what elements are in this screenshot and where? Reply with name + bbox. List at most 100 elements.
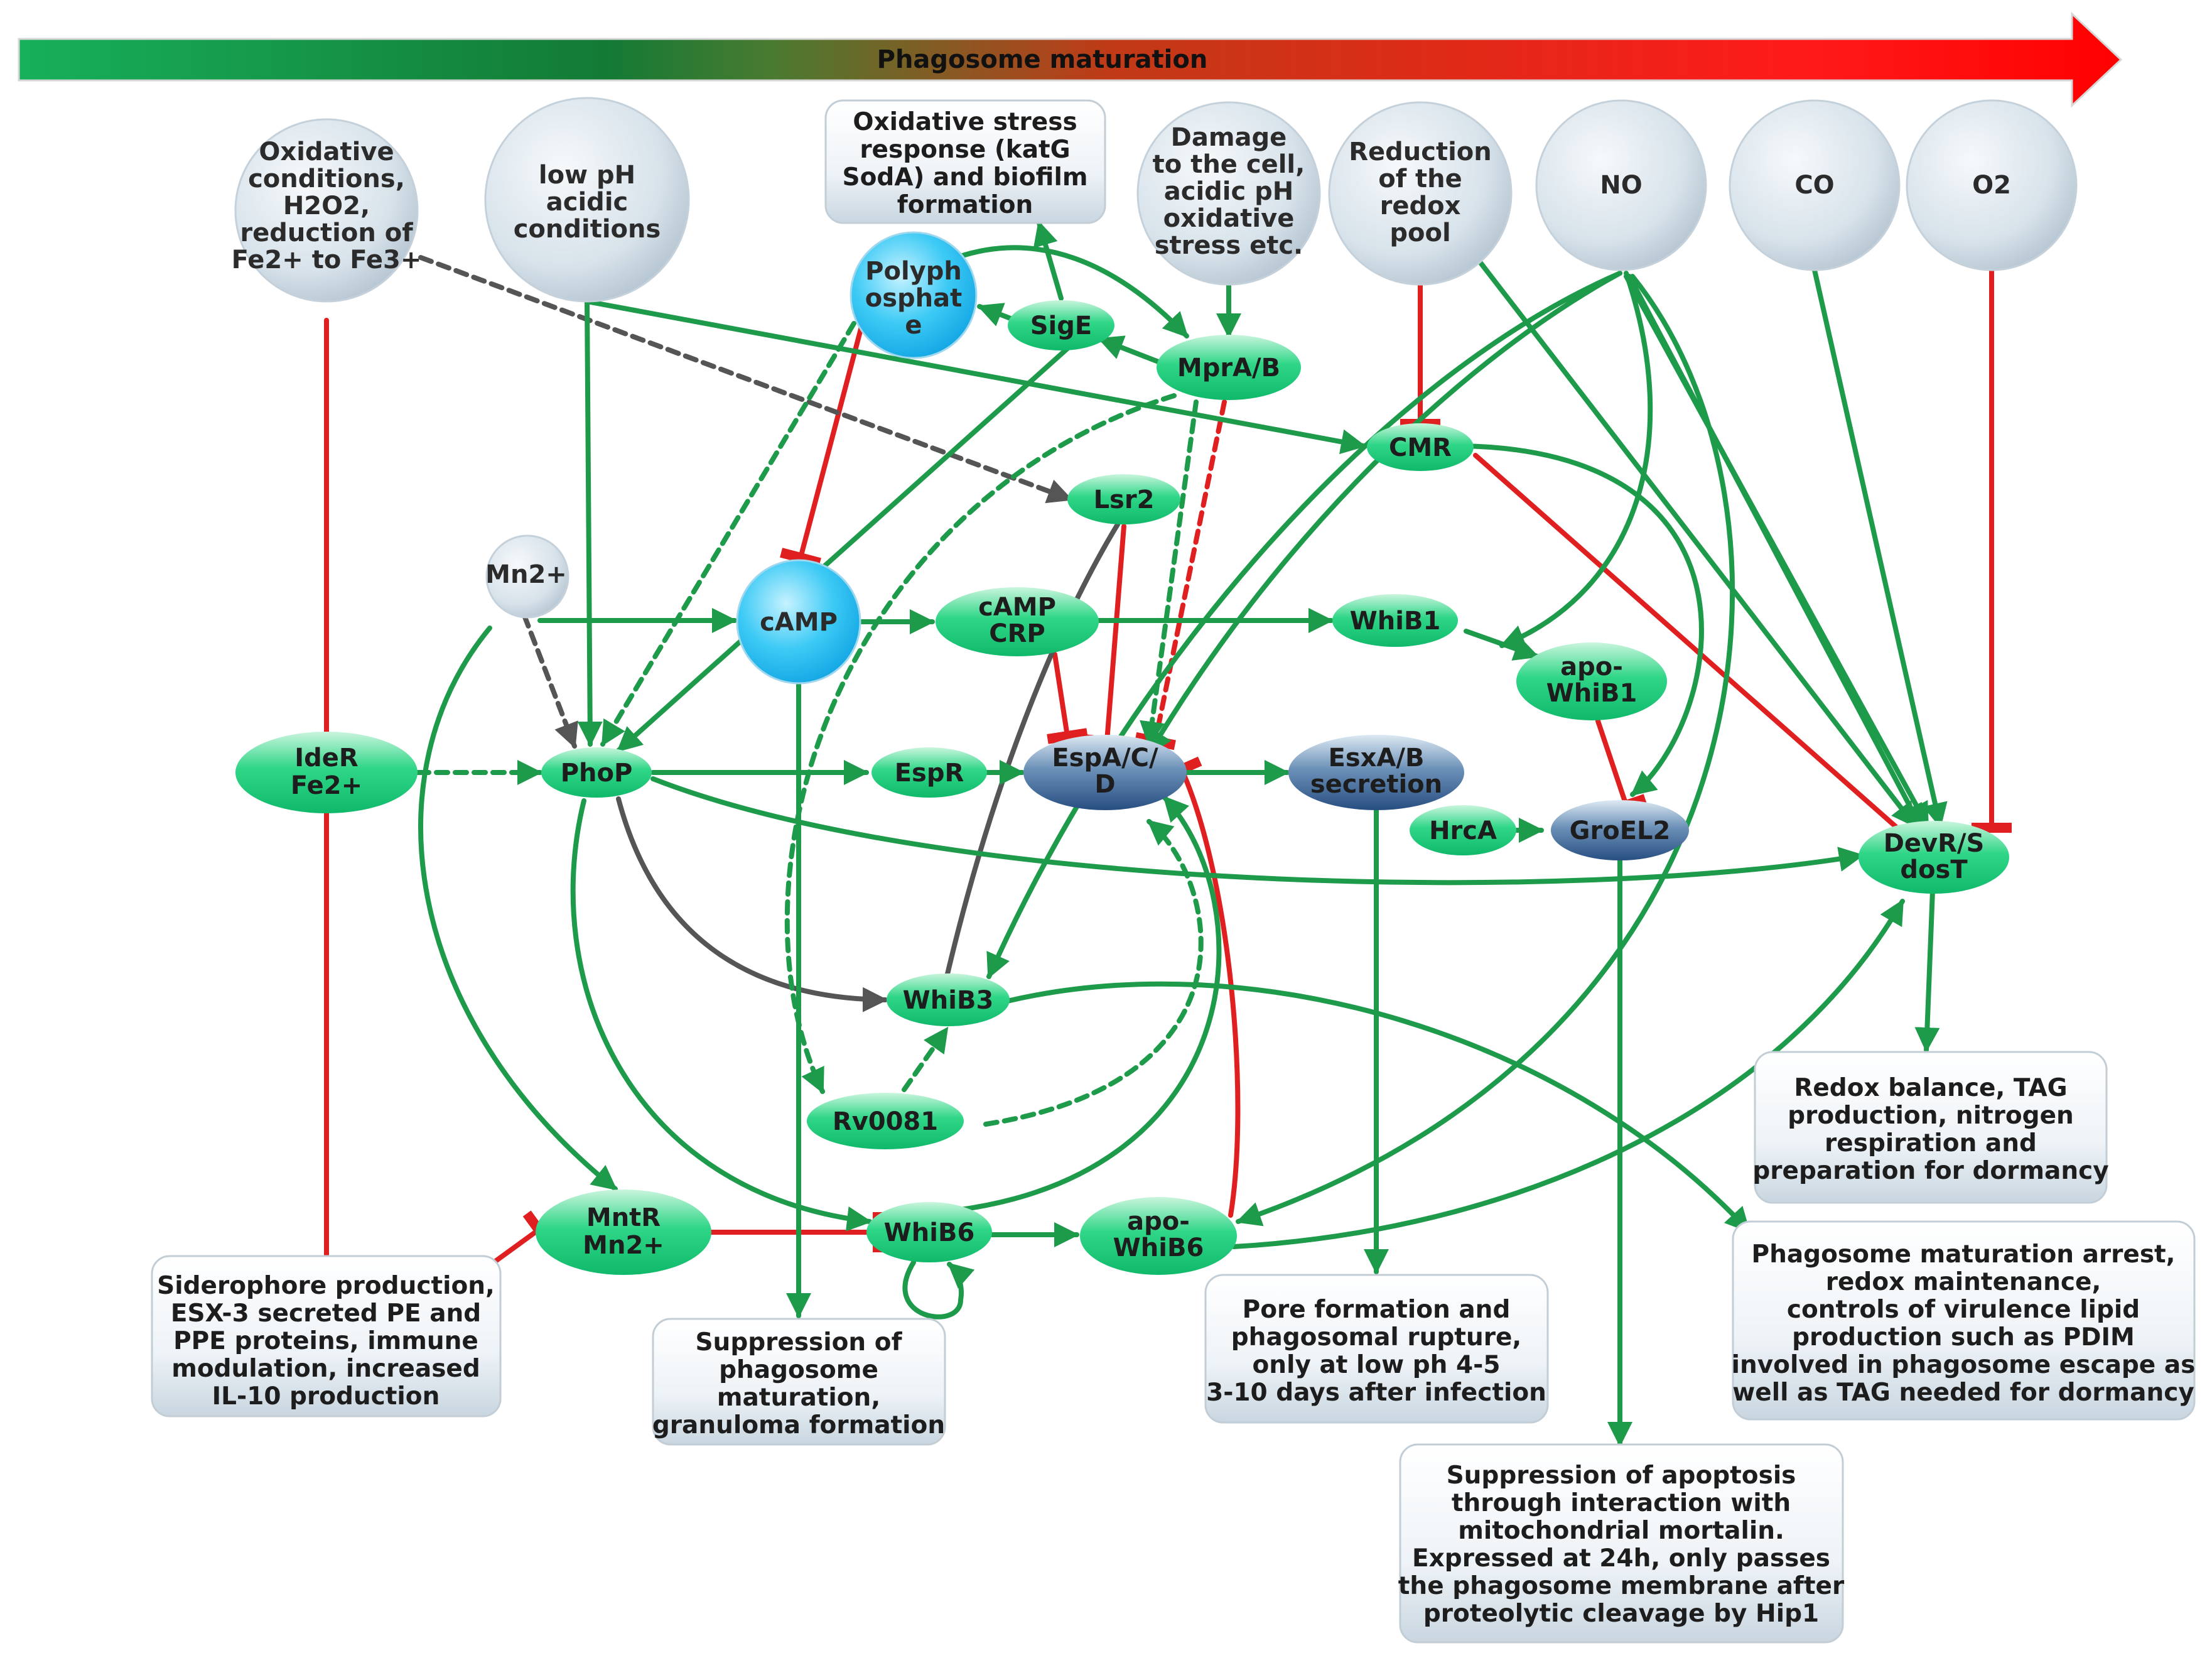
apo-whib1-node: apo- WhiB1 [1516,642,1667,720]
ider-node: IdeR Fe2+ [235,732,418,813]
polyphosphate-line-1: Polyph [865,257,962,286]
edge-mpra-to-sige [1098,335,1164,366]
edge-lowph-to-cmr [585,299,1366,455]
apoptosis-line-2: through interaction with [1452,1489,1791,1517]
phop-label: PhoP [561,759,633,788]
cmr-label: CMR [1389,433,1452,462]
camp-crp-node: cAMP CRP [936,587,1099,656]
no-label: NO [1600,171,1642,200]
siderophore-line-2: ESX-3 secreted PE and [171,1299,481,1328]
no-circle: NO [1535,99,1707,271]
edge-rv0081-to-whib3 [902,1026,949,1092]
oxidative-line-2: conditions, [248,165,405,193]
edge-mn-to-phop [522,613,578,749]
rv0081-label: Rv0081 [833,1107,938,1136]
ider-line-1: IdeR [294,744,358,772]
edge-devr-to-redoxbal [1914,888,1940,1053]
edge-camp-crp-inhibits-espacd [1047,652,1088,744]
mpra-label: MprA/B [1177,354,1280,382]
edge-no-to-apowhib6 [1236,274,1735,1227]
lsr2-label: Lsr2 [1094,485,1155,514]
camp-label: cAMP [760,608,838,637]
edge-redox-to-devr [1467,246,1918,828]
campcrp-line-1: cAMP [978,593,1056,622]
esxab-line-2: secretion [1310,770,1442,799]
edge-whib6-to-espacd [949,795,1222,1213]
suppression-line-2: phagosome [719,1356,878,1384]
redox-balance-box: Redox balance, TAG production, nitrogen … [1752,1051,2109,1204]
edge-polyphosphate-to-phop [600,321,856,747]
polyphosphate-node: Polyph osphat e [850,231,978,359]
camp-node: cAMP [736,559,861,685]
phagosome-arrest-box: Phagosome maturation arrest, redox maint… [1732,1220,2196,1421]
devr-node: DevR/S dosT [1859,821,2009,894]
lowph-line-3: conditions [514,215,661,244]
edge-cmr-inhibits-devr [1473,453,1923,854]
edge-no-to-apowhib1 [1499,271,1653,649]
co-label: CO [1794,171,1834,200]
edge-apowhib6-to-devr [1231,899,1905,1249]
cmr-node: CMR [1367,423,1474,471]
siderophore-line-1: Siderophore production, [157,1272,495,1300]
pore-line-3: only at low ph 4-5 [1253,1351,1501,1379]
damage-line-2: to the cell, [1153,150,1305,179]
arrest-line-3: controls of virulence lipid [1787,1296,2140,1324]
mntr-line-2: Mn2+ [583,1231,664,1260]
whib6-label: WhiB6 [884,1218,975,1247]
pore-line-4: 3-10 days after infection [1206,1379,1546,1407]
oxstress-line-1: Oxidative stress [853,108,1077,136]
edge-phop-to-whib3 [616,796,888,1012]
damage-line-3: acidic pH [1164,177,1294,206]
polyphosphate-line-2: osphat [865,284,963,313]
redox-line-1: Reduction [1349,138,1492,166]
edge-lowph-to-phop [577,299,603,747]
whib3-label: WhiB3 [903,986,994,1015]
pore-line-1: Pore formation and [1243,1296,1511,1324]
oxidative-conditions-circle: Oxidative conditions, H2O2, reduction of… [232,118,422,303]
arrest-line-6: well as TAG needed for dormancy [1732,1379,2194,1407]
edge-sige-to-phop [616,346,1070,753]
edge-phop-to-whib6 [570,798,872,1232]
groel2-label: GroEL2 [1570,816,1671,845]
o2-circle: O2 [1906,99,2078,271]
mntr-node: MntR Mn2+ [536,1190,711,1275]
damage-line-1: Damage [1171,123,1287,152]
edge-whib3-lsr2-link [944,522,1120,979]
whib6-node: WhiB6 [866,1202,992,1262]
oxstress-line-4: formation [897,191,1033,219]
oxstress-line-2: response (katG [860,136,1070,164]
suppression-line-4: granuloma formation [652,1411,945,1439]
ider-line-2: Fe2+ [291,771,362,800]
oxidative-line-5: Fe2+ to Fe3+ [232,246,422,274]
edge-oxidative-to-lsr2 [418,255,1073,504]
oxidative-stress-response-box: Oxidative stress response (katG SodA) an… [824,99,1106,224]
damage-line-5: stress etc. [1155,231,1303,260]
edge-no-to-devr-b [1627,274,1924,830]
hrca-label: HrcA [1429,816,1497,845]
lowph-line-2: acidic [546,188,628,217]
damage-circle: Damage to the cell, acidic pH oxidative … [1136,101,1321,286]
devr-line-2: dosT [1900,855,1968,884]
arrest-line-1: Phagosome maturation arrest, [1751,1240,2175,1269]
edge-mpra-to-rv0081 [784,393,1177,1094]
edge-no-to-whib3 [986,271,1622,979]
apoptosis-line-3: mitochondrial mortalin. [1458,1517,1784,1545]
polyphosphate-line-3: e [905,311,922,340]
redox-line-3: redox [1380,192,1461,220]
damage-line-4: oxidative [1163,204,1295,233]
redox-line-2: of the [1378,165,1462,193]
phagosome-maturation-banner: Phagosome maturation [18,11,2123,108]
edge-cmr-to-groel2 [1460,443,1704,797]
espacd-node: EspA/C/ D [1023,735,1187,810]
whib1-label: WhiB1 [1350,607,1441,636]
edge-apowhib1-inhibits-groel2 [1595,718,1647,816]
edge-co-to-devr [1812,268,1948,828]
oxstress-line-3: SodA) and biofilm [843,163,1088,192]
apoptosis-line-6: proteolytic cleavage by Hip1 [1423,1600,1819,1628]
mn-circle: Mn2+ [485,534,569,619]
apo-whib6-node: apo- WhiB6 [1080,1197,1237,1275]
redoxbal-line-1: Redox balance, TAG [1794,1074,2067,1102]
banner-label: Phagosome maturation [877,45,1208,74]
espr-node: EspR [871,747,987,798]
